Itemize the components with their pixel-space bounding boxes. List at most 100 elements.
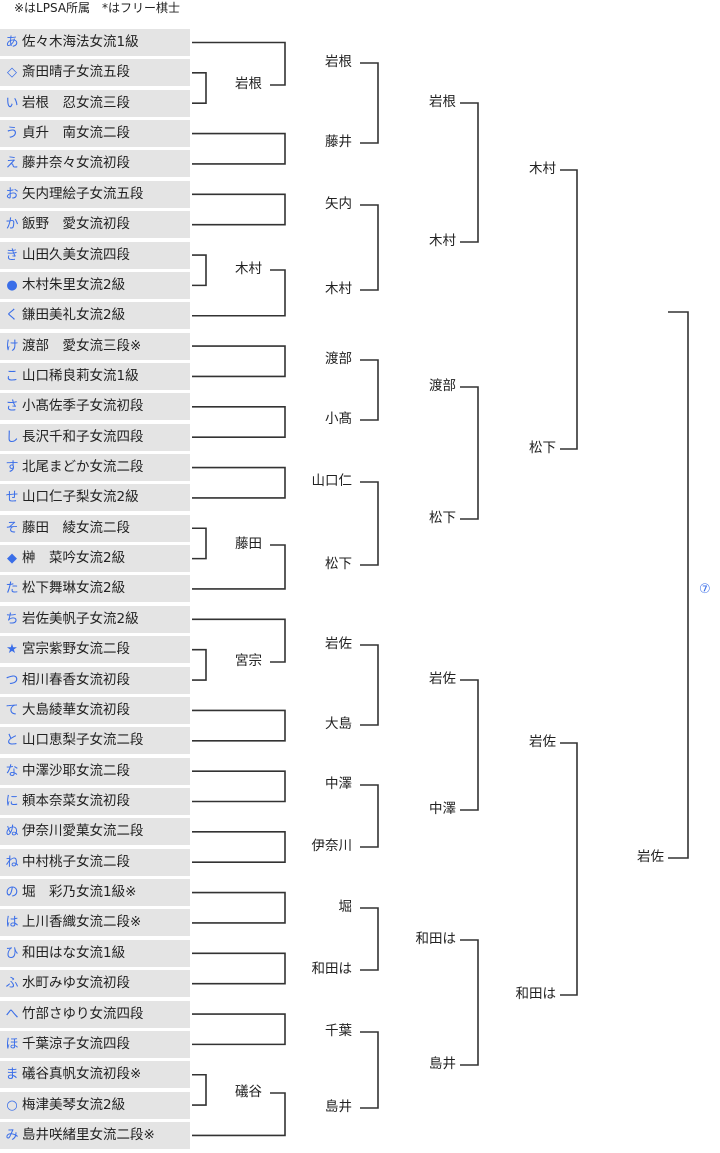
player-name: 藤井奈々女流初段 [22, 155, 130, 172]
player-mark-icon: み [5, 1127, 19, 1143]
player-row: く鎌田美礼女流2級 [0, 302, 190, 330]
player-name: 岩佐美帆子女流2級 [22, 610, 139, 627]
player-row: う貞升 南女流二段 [0, 120, 190, 148]
round3-winner-label: 渡部 [429, 378, 456, 394]
round2-winner-label: 大島 [325, 716, 352, 732]
player-row: と山口恵梨子女流二段 [0, 727, 190, 755]
player-row: へ竹部さゆり女流四段 [0, 1000, 190, 1028]
player-name: 鎌田美礼女流2級 [22, 307, 126, 324]
player-row: か飯野 愛女流初段 [0, 211, 190, 239]
player-mark-icon: ぬ [5, 824, 19, 840]
player-row: み島井咲緒里女流二段※ [0, 1121, 190, 1149]
player-row: す北尾まどか女流二段 [0, 454, 190, 482]
player-row: ち岩佐美帆子女流2級 [0, 605, 190, 633]
round2-winner-label: 岩佐 [325, 636, 352, 652]
player-name: 大島綾華女流初段 [22, 701, 130, 718]
player-name: 山口稀良莉女流1級 [22, 367, 139, 384]
player-mark-icon: こ [5, 368, 19, 384]
player-name: 長沢千和子女流四段 [22, 428, 144, 445]
player-name: 宮宗紫野女流二段 [22, 641, 130, 658]
player-mark-icon: は [5, 915, 19, 931]
round4-winner-label: 松下 [529, 440, 556, 456]
player-mark-icon: ◆ [7, 551, 17, 567]
prelim-winner-label: 木村 [235, 261, 262, 277]
round2-winner-label: 松下 [325, 556, 352, 572]
player-row: そ藤田 綾女流二段 [0, 514, 190, 542]
player-row: き山田久美女流四段 [0, 241, 190, 269]
player-name: 堀 彩乃女流1級※ [22, 884, 137, 901]
round2-winner-label: 木村 [325, 281, 352, 297]
player-name: 島井咲緒里女流二段※ [22, 1126, 155, 1143]
player-mark-icon: し [5, 429, 19, 445]
round3-winner-label: 中澤 [429, 801, 456, 817]
player-name: 伊奈川愛菓女流二段 [22, 823, 144, 840]
player-row: こ山口稀良莉女流1級 [0, 362, 190, 390]
player-mark-icon: に [5, 794, 19, 809]
round2-winner-label: 山口仁 [311, 473, 353, 489]
player-name: 山口恵梨子女流二段 [22, 732, 144, 749]
player-row: せ山口仁子梨女流2級 [0, 484, 190, 512]
player-row: お矢内理絵子女流五段 [0, 180, 190, 208]
player-name: 飯野 愛女流初段 [22, 216, 130, 233]
player-name: 竹部さゆり女流四段 [22, 1005, 144, 1022]
player-mark-icon: な [5, 763, 19, 779]
player-row: さ小髙佐季子女流初段 [0, 393, 190, 421]
player-mark-icon: ち [5, 611, 19, 627]
player-row: た松下舞琳女流2級 [0, 575, 190, 603]
player-row: ○梅津美琴女流2級 [0, 1091, 190, 1119]
player-mark-icon: ま [5, 1067, 19, 1083]
round3-winner-label: 岩根 [429, 94, 456, 110]
prelim-winner-label: 礒谷 [235, 1084, 262, 1100]
round2-winner-label: 小髙 [325, 411, 352, 427]
player-mark-icon: の [5, 885, 19, 901]
final-round-mark: ⑦ [699, 582, 711, 597]
player-mark-icon: そ [5, 520, 19, 536]
player-row: ●木村朱里女流2級 [0, 271, 190, 299]
player-row: ぬ伊奈川愛菓女流二段 [0, 818, 190, 846]
player-mark-icon: ね [5, 854, 19, 870]
legend-note: ※はLPSA所属 *はフリー棋士 [14, 1, 181, 15]
player-row: て大島綾華女流初段 [0, 696, 190, 724]
player-mark-icon: ふ [5, 976, 19, 992]
player-row: の堀 彩乃女流1級※ [0, 879, 190, 907]
player-name: 渡部 愛女流三段※ [22, 337, 142, 354]
prelim-winner-label: 藤田 [235, 536, 262, 552]
player-name: 榊 菜吟女流2級 [22, 550, 126, 567]
player-mark-icon: ひ [5, 945, 19, 961]
round3-winner-label: 和田は [415, 931, 457, 947]
round2-winner-label: 渡部 [325, 351, 352, 367]
player-mark-icon: ○ [6, 1097, 18, 1113]
player-mark-icon: と [5, 733, 19, 749]
player-name: 貞升 南女流二段 [22, 125, 130, 142]
semifinal-winner-label: 岩佐 [637, 849, 664, 865]
round2-winner-label: 千葉 [325, 1023, 352, 1039]
player-name: 梅津美琴女流2級 [22, 1096, 126, 1113]
player-mark-icon: い [5, 95, 19, 111]
player-row: ま礒谷真帆女流初段※ [0, 1061, 190, 1089]
player-mark-icon: か [5, 217, 19, 233]
player-name: 斎田晴子女流五段 [22, 64, 130, 81]
player-row: は上川香織女流二段※ [0, 909, 190, 937]
player-name: 藤田 綾女流二段 [22, 519, 130, 536]
round3-winner-label: 島井 [429, 1056, 456, 1072]
player-mark-icon: ◇ [7, 65, 17, 81]
player-name: 頼本奈菜女流初段 [22, 793, 130, 809]
player-name: 相川春香女流初段 [22, 671, 130, 688]
player-row: つ相川春香女流初段 [0, 666, 190, 694]
player-row: に頼本奈菜女流初段 [0, 788, 190, 815]
player-mark-icon: き [5, 247, 19, 263]
player-row: ◇ 斎田晴子女流五段 [0, 59, 190, 87]
player-mark-icon: た [5, 581, 19, 597]
player-row: え藤井奈々女流初段 [0, 150, 190, 178]
round2-winner-label: 堀 [338, 899, 353, 915]
player-mark-icon: お [5, 186, 19, 202]
round4-winner-label: 和田は [515, 986, 557, 1002]
player-row: ね中村桃子女流二段 [0, 848, 190, 876]
player-mark-icon: え [5, 156, 19, 172]
player-mark-icon: せ [5, 490, 19, 506]
player-name: 矢内理絵子女流五段 [22, 185, 144, 202]
round3-winner-label: 木村 [429, 233, 456, 249]
round2-winner-label: 島井 [325, 1099, 352, 1115]
player-mark-icon: へ [5, 1006, 19, 1022]
player-row: ◆ 榊 菜吟女流2級 [0, 545, 190, 573]
